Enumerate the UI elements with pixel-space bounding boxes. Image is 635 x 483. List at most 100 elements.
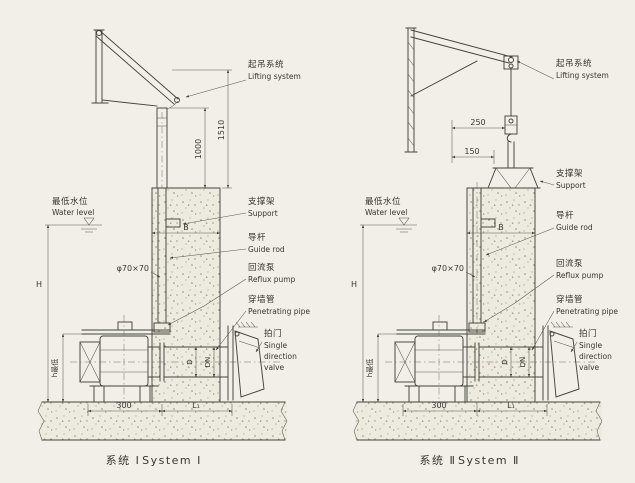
sys2-label-lifting-system: 起吊系统 Lifting system <box>516 58 609 80</box>
sys2-flap-valve <box>542 321 580 401</box>
sys1-dim-upper: 1510 <box>172 69 232 189</box>
sys1-caption: 系统 Ⅰ System Ⅰ <box>106 454 202 467</box>
water-level-label-en: Water level <box>52 208 94 217</box>
reflux-pump-label-en: Reflux pump <box>248 275 296 284</box>
sys2-water-level: 最低水位 Water level <box>365 196 417 233</box>
dim-250-label: 250 <box>470 118 485 127</box>
sys1-label-reflux-pump: 回流泵 Reflux pump <box>167 262 296 326</box>
sys2-label-valve: 拍门 Single direction valve <box>570 328 612 372</box>
sys2-support-frame <box>483 167 541 189</box>
sys2-crane <box>404 27 541 189</box>
penetrating-pipe-label-cn: 穿墙管 <box>556 294 583 305</box>
support-label-cn: 支撑架 <box>248 196 275 207</box>
dim-hmin-label: h最低 <box>50 359 59 377</box>
valve-label-en2: direction <box>264 352 297 361</box>
dim-DN-label: DN <box>519 357 527 368</box>
valve-label-en1: Single <box>579 341 602 350</box>
valve-label-en3: valve <box>579 363 600 372</box>
system-1: 1510 1000 起吊系统 Lifting system B <box>36 29 310 467</box>
dim-B-label: B <box>183 223 189 232</box>
sys1-dim-B: B <box>151 223 221 235</box>
sys2-penetrating-pipe: D DN <box>385 346 598 378</box>
water-level-icon <box>391 217 417 233</box>
sys1-caption-en: System Ⅰ <box>142 454 202 467</box>
support-label-en: Support <box>248 209 278 218</box>
sys1-label-guide-rod: 导杆 Guide rod <box>169 232 285 259</box>
water-level-label-cn: 最低水位 <box>52 196 88 207</box>
sys1-dim-lower: 1000 <box>169 107 209 189</box>
water-level-label-cn: 最低水位 <box>365 196 401 207</box>
sys2-dim-lower: 150 <box>451 147 495 164</box>
dim-D-label: D <box>501 359 509 364</box>
sys1-foundation <box>37 401 288 441</box>
sys1-label-guide-size: φ70×70 <box>117 264 161 278</box>
valve-label-cn: 拍门 <box>264 328 282 339</box>
reflux-pump-label-cn: 回流泵 <box>556 258 583 269</box>
sys1-caption-cn: 系统 Ⅰ <box>106 454 141 467</box>
guide-rod-label-cn: 导杆 <box>248 232 266 243</box>
dim-1000-label: 1000 <box>194 139 203 159</box>
sys1-water-level: 最低水位 Water level <box>52 196 102 233</box>
sys1-penetrating-pipe: D DN <box>70 346 283 378</box>
sys2-label-reflux-pump: 回流泵 Reflux pump <box>483 258 604 323</box>
dim-300-label: 300 <box>116 401 131 410</box>
penetrating-pipe-label-en: Penetrating pipe <box>248 307 310 316</box>
lifting-system-label-cn: 起吊系统 <box>248 59 284 70</box>
sys1-label-penetrating-pipe: 穿墙管 Penetrating pipe <box>215 294 310 351</box>
dim-150-label: 150 <box>464 147 479 156</box>
lifting-system-label-en: Lifting system <box>556 71 609 80</box>
valve-label-en2: direction <box>579 352 612 361</box>
dim-L1-label: L₁ <box>192 401 200 410</box>
water-level-icon <box>76 217 102 233</box>
sys1-wall <box>151 187 221 403</box>
dim-H-label: H <box>36 280 42 289</box>
sys2-guide-rod <box>472 182 482 338</box>
support-label-en: Support <box>556 181 586 190</box>
sys2-dim-H: H <box>351 224 391 403</box>
dim-L1-label: L₁ <box>507 401 515 410</box>
guide-rod-label-cn: 导杆 <box>556 210 574 221</box>
sys1-flap-valve <box>227 321 265 401</box>
sys2-guide-claw <box>468 322 486 333</box>
sys2-caption-cn: 系统 Ⅱ <box>420 454 457 467</box>
dim-B-label: B <box>498 223 504 232</box>
sys1-dim-bottom: 300 L₁ <box>87 401 233 416</box>
dim-DN-label: DN <box>204 357 212 368</box>
support-label-cn: 支撑架 <box>556 168 583 179</box>
guide-size-label: φ70×70 <box>117 264 149 273</box>
water-level-label-en: Water level <box>365 208 407 217</box>
sys1-label-valve: 拍门 Single direction valve <box>255 328 297 372</box>
valve-label-cn: 拍门 <box>579 328 597 339</box>
sys1-label-lifting-system: 起吊系统 Lifting system <box>185 59 301 98</box>
lifting-system-label-en: Lifting system <box>248 72 301 81</box>
guide-rod-label-en: Guide rod <box>248 245 285 254</box>
dim-hmin-label: h最低 <box>365 359 374 377</box>
sys2-dim-upper: 250 <box>451 118 506 163</box>
dim-1510-label: 1510 <box>217 120 226 140</box>
sys1-guide-rod <box>157 187 167 324</box>
sys2-wall <box>466 187 536 403</box>
valve-label-en3: valve <box>264 363 285 372</box>
dim-H-label: H <box>351 280 357 289</box>
lifting-system-label-cn: 起吊系统 <box>556 58 592 69</box>
sys1-label-support: 支撑架 Support <box>182 196 278 225</box>
sys2-dim-B: B <box>466 223 536 235</box>
sys2-label-penetrating-pipe: 穿墙管 Penetrating pipe <box>531 294 618 351</box>
penetrating-pipe-label-en: Penetrating pipe <box>556 307 618 316</box>
sys2-foundation <box>352 401 603 441</box>
sys2-caption-en: System Ⅱ <box>458 454 520 467</box>
guide-size-label: φ70×70 <box>432 264 464 273</box>
dim-D-label: D <box>186 359 194 364</box>
sys2-label-guide-size: φ70×70 <box>432 264 476 278</box>
sys1-dim-H: H <box>36 224 76 403</box>
reflux-pump-label-cn: 回流泵 <box>248 262 275 273</box>
valve-label-en1: Single <box>264 341 287 350</box>
sys2-label-support: 支撑架 Support <box>539 168 586 190</box>
sys2-caption: 系统 Ⅱ System Ⅱ <box>420 454 520 467</box>
sys2-dim-bottom: 300 L₁ <box>402 401 548 416</box>
system-2: 250 150 起吊系统 Lifting system <box>351 27 618 467</box>
penetrating-pipe-label-cn: 穿墙管 <box>248 294 275 305</box>
sys1-dim-hmin: h最低 <box>50 333 82 403</box>
